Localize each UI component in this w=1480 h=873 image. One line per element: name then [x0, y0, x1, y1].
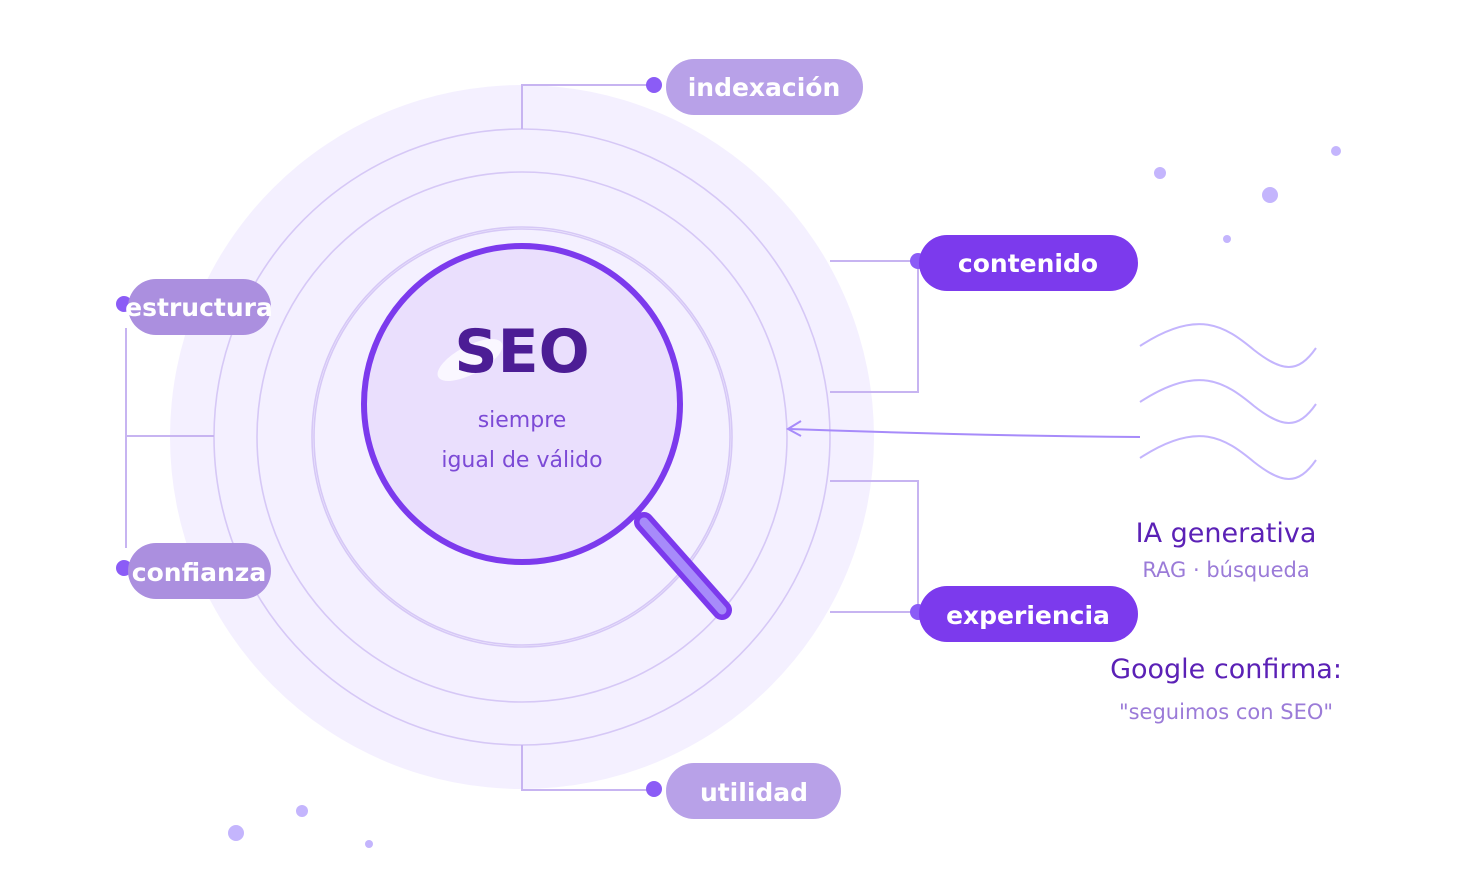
lens-inner-ring	[311, 226, 733, 648]
google-title: Google confirma:	[1110, 654, 1342, 685]
svg-text:experiencia: experiencia	[946, 601, 1110, 630]
label-indexacion: indexación	[666, 59, 863, 115]
ring-2	[313, 228, 731, 646]
magnifying-glass-icon	[361, 243, 732, 620]
dot-bottom	[646, 781, 662, 797]
connector-right-top	[830, 260, 919, 393]
decorative-dots-bottom-left	[228, 805, 373, 848]
label-utilidad: utilidad	[666, 763, 841, 819]
dot-left-top	[116, 296, 132, 312]
ai-title: IA generativa	[1136, 518, 1317, 549]
dot-top	[646, 77, 662, 93]
connector-right-bottom	[830, 480, 919, 613]
center-title: SEO	[454, 317, 589, 387]
decorative-dots-top-right	[1154, 146, 1341, 243]
svg-text:estructura: estructura	[125, 293, 273, 322]
google-quote: "seguimos con SEO"	[1119, 700, 1333, 724]
ai-subtitle: RAG · búsqueda	[1142, 558, 1309, 582]
label-confianza: confianza	[128, 543, 271, 599]
svg-text:indexación: indexación	[688, 73, 841, 102]
label-estructura: estructura	[125, 279, 273, 335]
wave-lines-icon	[1139, 323, 1317, 480]
connector-bottom	[521, 745, 652, 791]
connector-top	[521, 84, 652, 129]
center-subtitle-1: siempre	[478, 408, 567, 433]
svg-text:contenido: contenido	[958, 249, 1098, 278]
dot-left-bottom	[116, 560, 132, 576]
center-subtitle-2: igual de válido	[441, 448, 602, 473]
svg-text:confianza: confianza	[132, 558, 266, 587]
label-experiencia: experiencia	[919, 586, 1138, 642]
ring-3	[256, 171, 788, 703]
svg-text:utilidad: utilidad	[700, 778, 808, 807]
arrow-into-lens	[785, 420, 1141, 438]
label-contenido: contenido	[919, 235, 1138, 291]
